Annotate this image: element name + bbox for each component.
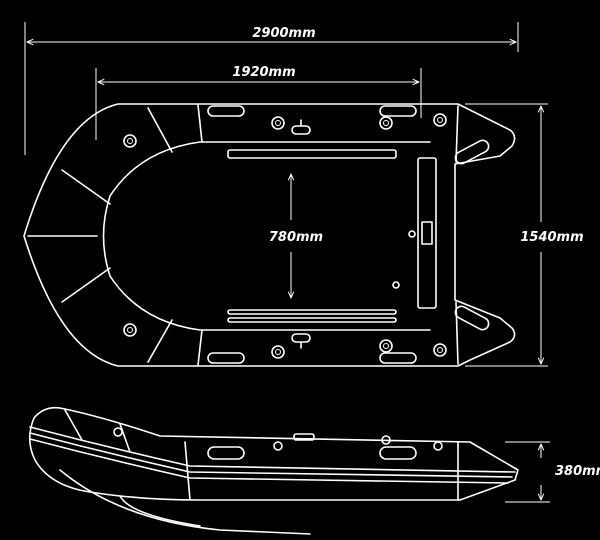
transom-mount [421,221,433,245]
inner-tube-outline [102,141,431,331]
floor-strake-top [227,149,397,159]
dimension-overall-length: 2900mm [24,22,519,155]
handle-icon [379,105,417,117]
overall-length-label: 2900mm [252,26,315,41]
oarlock-icon [291,333,311,343]
dimension-overall-width: 1540mm [465,103,584,367]
side-fitting-icon [113,427,123,437]
side-seam [184,441,191,501]
boat-side-view [28,406,519,535]
seam-7 [197,329,203,366]
transom [417,157,437,309]
rub-strake-lower [29,438,509,484]
stern-handle-icon [454,139,490,165]
seam-3 [61,169,111,205]
handle-icon [379,352,417,364]
dimension-inner-length: 1920mm [95,65,422,140]
overall-width-label: 1540mm [520,230,583,245]
boat-top-view [23,103,516,367]
seam-1 [147,107,173,153]
side-fitting-icon [433,441,443,451]
rub-strake-middle [29,432,513,478]
side-fitting-icon [381,435,391,445]
side-oarlock-icon [293,433,315,441]
hull-chine [119,495,201,527]
outer-tube-outline [23,103,516,367]
side-handle-icon [379,446,417,460]
keel-line [59,469,311,535]
handle-icon [207,352,245,364]
side-seam [64,409,83,441]
drain-valve [392,281,400,289]
rub-strake-upper [29,426,516,473]
valve-icon [123,323,137,337]
valve-icon [123,134,137,148]
inner-length-label: 1920mm [232,65,295,80]
dimension-tube-height: 380mm [505,441,600,503]
handle-icon [207,105,245,117]
valve-icon [271,345,285,359]
valve-icon [433,113,447,127]
seam-6 [147,319,173,363]
inner-width-label: 780mm [269,230,323,245]
seam-8 [455,105,459,163]
seam-9 [455,301,459,365]
dimension-inner-width: 780mm [269,174,323,298]
stern-handle-icon [454,305,490,331]
valve-icon [379,339,393,353]
drain-plug [408,230,416,238]
valve-icon [271,116,285,130]
side-seam [119,423,131,453]
valve-icon [379,116,393,130]
side-fitting-icon [273,441,283,451]
valve-icon [433,343,447,357]
floor-strake-bottom-1 [227,309,397,315]
oarlock-icon [291,125,311,135]
side-handle-icon [207,446,245,460]
seam-2 [197,104,203,143]
seam-5 [61,267,111,303]
side-tube-outline [28,406,519,501]
floor-strake-bottom-2 [227,317,397,323]
tube-height-label: 380mm [555,464,600,479]
